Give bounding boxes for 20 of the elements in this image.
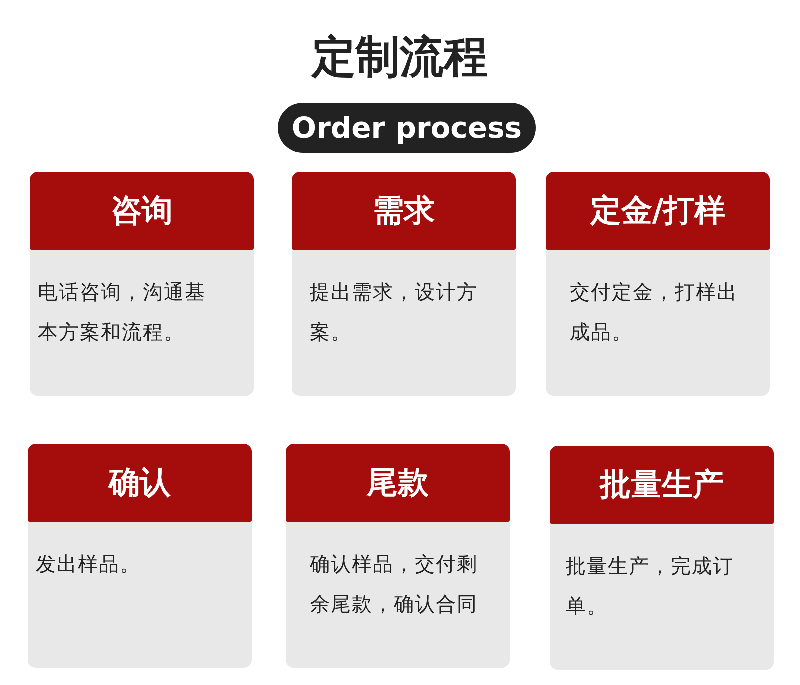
card-header: 需求 bbox=[292, 172, 516, 250]
card-header: 尾款 bbox=[286, 444, 510, 522]
step-card bbox=[30, 172, 254, 396]
card-text: 批量生产，完成订单。 bbox=[566, 553, 735, 620]
card-header: 咨询 bbox=[30, 172, 254, 250]
step-card bbox=[286, 444, 510, 668]
card-text: 电话咨询，沟通基本方案和流程。 bbox=[38, 279, 207, 346]
step-card bbox=[28, 444, 252, 668]
card-text: 确认样品，交付剩余尾款，确认合同 bbox=[310, 551, 479, 618]
subtitle-pill: Order process bbox=[278, 103, 536, 153]
card-text: 提出需求，设计方案。 bbox=[310, 279, 479, 346]
card-header: 定金/打样 bbox=[546, 172, 770, 250]
card-text: 交付定金，打样出成品。 bbox=[570, 279, 739, 346]
step-card bbox=[546, 172, 770, 396]
card-header: 批量生产 bbox=[550, 446, 774, 524]
step-card bbox=[292, 172, 516, 396]
step-card bbox=[550, 446, 774, 670]
card-text: 发出样品。 bbox=[36, 551, 142, 578]
title: 定制流程 bbox=[310, 31, 489, 85]
card-header: 确认 bbox=[28, 444, 252, 522]
